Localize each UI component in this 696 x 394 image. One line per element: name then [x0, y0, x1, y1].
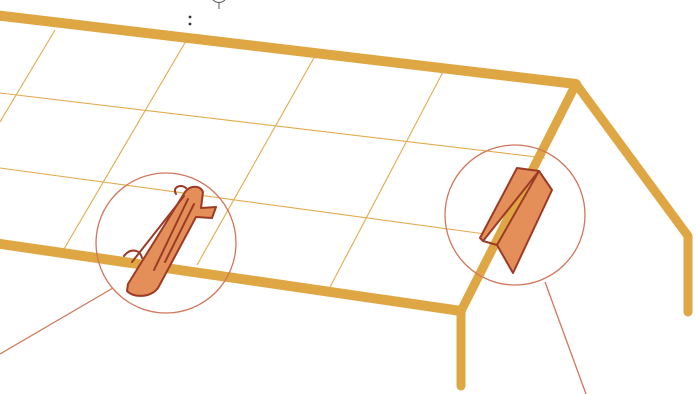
callout-right: [444, 144, 587, 394]
callout-circle: [95, 172, 237, 314]
roof-top-edge: [0, 10, 581, 89]
callout-left: [0, 172, 237, 355]
grid-line: [0, 29, 56, 123]
grid-line: [329, 71, 444, 288]
gable-rafter: [571, 79, 693, 317]
roof-grid: [0, 29, 546, 288]
ridge-tile-icon: [479, 167, 553, 274]
curved-roof-tile-icon: [123, 184, 217, 297]
grid-line: [63, 40, 187, 250]
roof-bottom-edge: [0, 238, 466, 316]
grid-line: [196, 55, 316, 266]
grid-line: [0, 92, 546, 159]
roof-frame: [0, 10, 693, 391]
grid-line: [0, 167, 486, 235]
leader-line: [0, 287, 114, 355]
top-cropped-fragment: [188, 0, 226, 26]
leader-line: [544, 281, 587, 394]
callout-circle: [444, 144, 586, 286]
